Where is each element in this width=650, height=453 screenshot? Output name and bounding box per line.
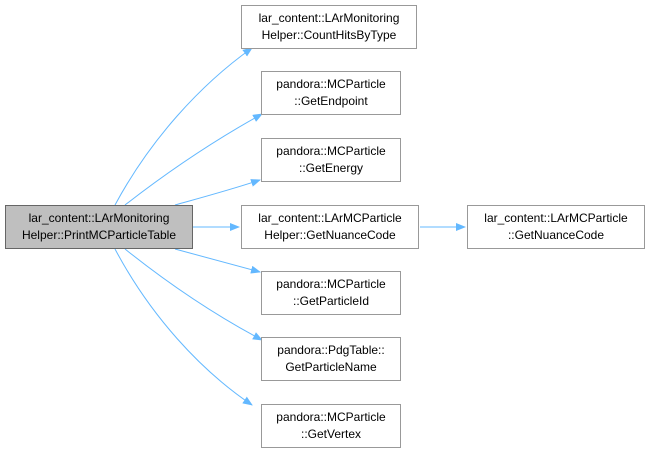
node-count-hits-by-type[interactable]: lar_content::LArMonitoring Helper::Count…	[241, 5, 417, 49]
node-label-line1: pandora::MCParticle	[276, 277, 386, 291]
node-label-line2: Helper::GetNuanceCode	[264, 228, 396, 242]
edge-to-get-energy	[174, 179, 261, 206]
node-get-particle-id[interactable]: pandora::MCParticle ::GetParticleId	[261, 271, 401, 315]
edge-to-get-endpoint	[124, 113, 263, 206]
node-get-particle-name[interactable]: pandora::PdgTable:: GetParticleName	[261, 337, 401, 381]
node-get-endpoint[interactable]: pandora::MCParticle ::GetEndpoint	[261, 71, 401, 115]
node-get-energy[interactable]: pandora::MCParticle ::GetEnergy	[261, 138, 401, 182]
node-label-line2: ::GetVertex	[300, 427, 362, 441]
node-get-nuance-code[interactable]: lar_content::LArMCParticle ::GetNuanceCo…	[467, 205, 645, 249]
node-label-line1: lar_content::LArMCParticle	[484, 211, 628, 225]
node-label-line1: lar_content::LArMonitoring	[28, 211, 170, 225]
node-label-line2: Helper::CountHitsByType	[261, 28, 397, 42]
edge-to-count-hits-by-type	[114, 47, 253, 206]
node-label-line1: pandora::MCParticle	[276, 77, 386, 91]
node-get-vertex[interactable]: pandora::MCParticle ::GetVertex	[261, 404, 401, 448]
node-label-line2: ::GetParticleId	[292, 294, 370, 308]
node-label-line2: ::GetNuanceCode	[507, 228, 605, 242]
node-label-line2: ::GetEndpoint	[294, 94, 368, 108]
node-label-line2: ::GetEnergy	[298, 161, 364, 175]
node-get-nuance-code-helper[interactable]: lar_content::LArMCParticle Helper::GetNu…	[241, 205, 419, 249]
node-print-mc-particle-table[interactable]: lar_content::LArMonitoring Helper::Print…	[5, 205, 193, 249]
node-label-line2: Helper::PrintMCParticleTable	[21, 228, 177, 242]
node-label-line2: GetParticleName	[285, 360, 377, 374]
edge-to-get-particle-id	[174, 248, 261, 274]
node-label-line1: lar_content::LArMonitoring	[258, 11, 400, 25]
edge-to-get-particle-name	[124, 248, 263, 341]
node-label-line1: lar_content::LArMCParticle	[258, 211, 402, 225]
node-label-line1: pandora::PdgTable::	[277, 343, 385, 357]
node-label-line1: pandora::MCParticle	[276, 144, 386, 158]
edge-to-get-vertex	[114, 248, 253, 406]
node-label-line1: pandora::MCParticle	[276, 410, 386, 424]
